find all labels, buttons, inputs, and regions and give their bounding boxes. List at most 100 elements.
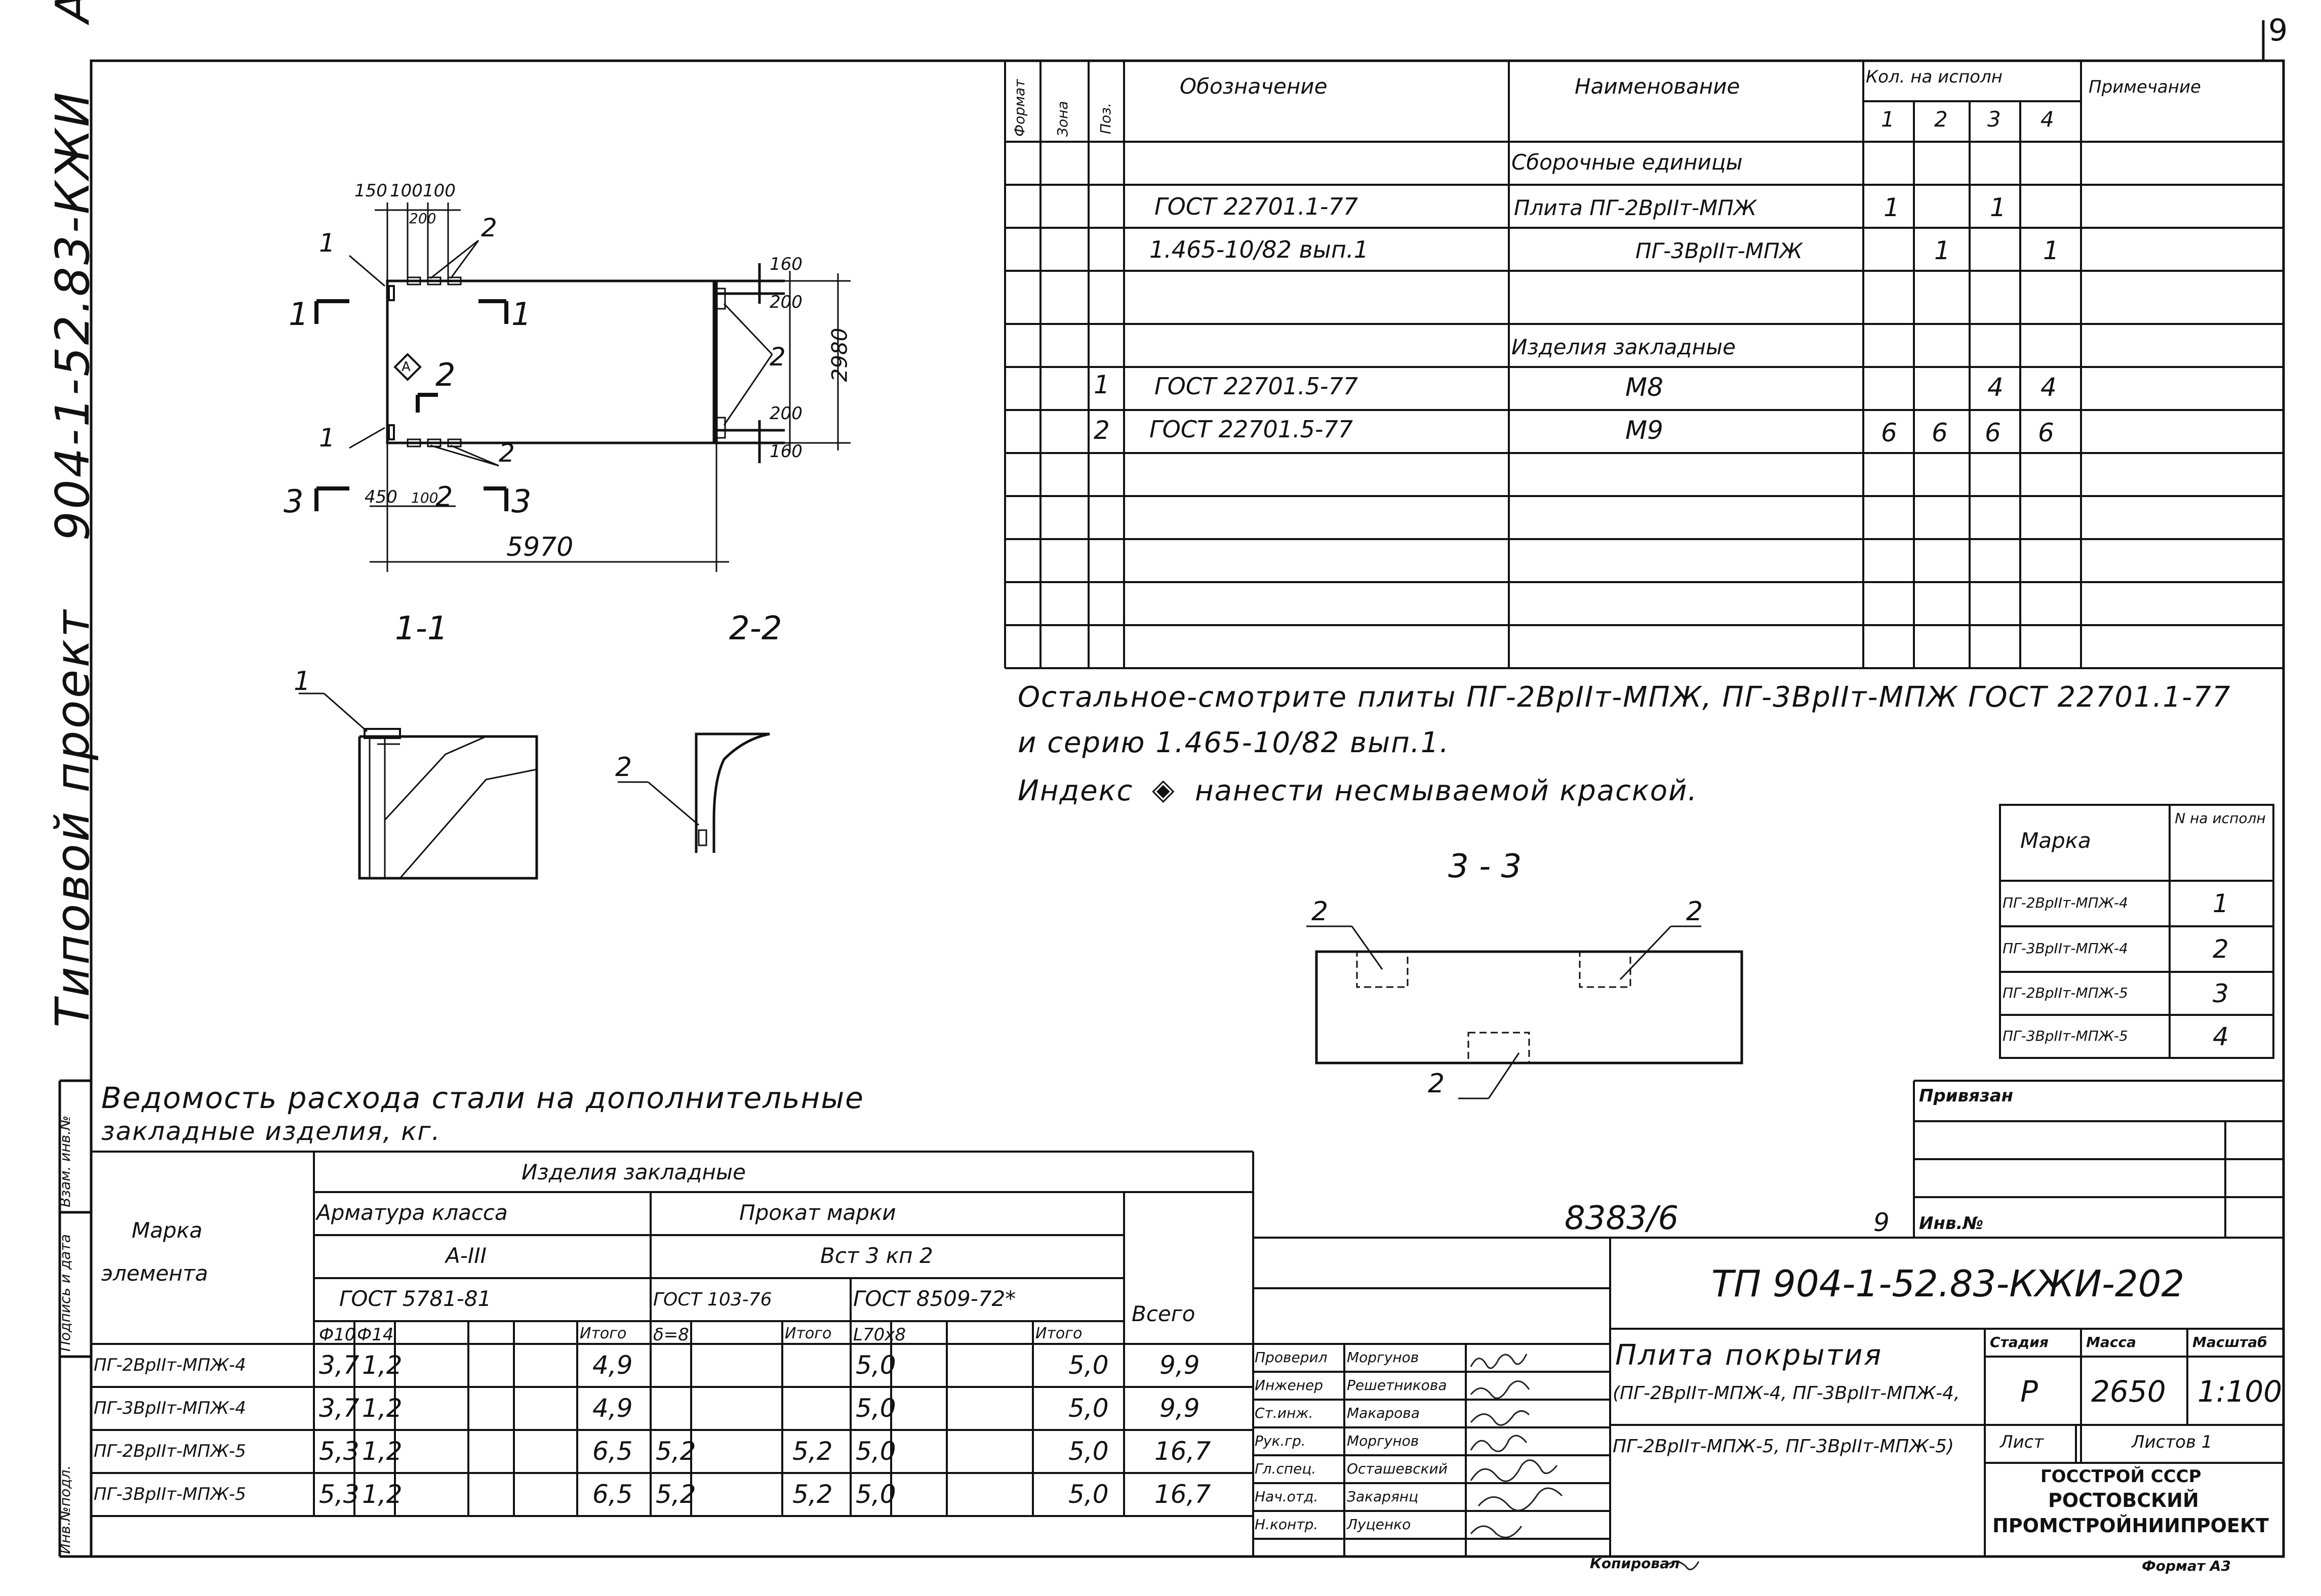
steel-row-4-total: 16,7 <box>1154 1480 1211 1509</box>
tb-org-3: ПРОМСТРОЙНИИПРОЕКТ <box>1992 1515 2269 1537</box>
spec-row-5-q4: 4 <box>2040 373 2057 402</box>
steel-row-1-f10: 3,7 <box>319 1351 359 1380</box>
steel-h-itogo-1: Итого <box>580 1325 627 1342</box>
steel-h-d8: δ=8 <box>653 1325 689 1345</box>
steel-row-3-it1: 6,5 <box>592 1437 633 1466</box>
tb-sheets-label: Листов 1 <box>2132 1432 2213 1452</box>
tb-privyazan: Привязан <box>1919 1086 2014 1106</box>
tb-person-1: Моргунов <box>1347 1349 1419 1366</box>
marks-row-1-n: 1 <box>2213 889 2229 918</box>
spec-row-6-designation: ГОСТ 22701.5-77 <box>1149 416 1353 443</box>
tb-person-4: Моргунов <box>1347 1433 1419 1449</box>
tb-doc-code: ТП 904-1-52.83-КЖИ-202 <box>1711 1262 2185 1305</box>
steel-h-element: элемента <box>101 1261 208 1286</box>
spec-header-pos: Поз. <box>1097 103 1114 134</box>
steel-row-3-mark: ПГ-2ВрIIт-МПЖ-5 <box>94 1441 246 1461</box>
side-title-code: 904-1-52.83-КЖИ <box>46 90 100 541</box>
steel-row-2-mark: ПГ-3ВрIIт-МПЖ-4 <box>94 1398 246 1418</box>
plan-callout-1-top: 1 <box>319 228 335 258</box>
tb-person-6: Закарянц <box>1347 1488 1419 1505</box>
dim-100c: 100 <box>411 489 438 506</box>
tb-role-6: Нач.отд. <box>1255 1488 1318 1505</box>
steel-row-4-it1: 6,5 <box>592 1480 633 1509</box>
dim-2980: 2980 <box>827 328 852 382</box>
steel-row-4-f14: 1,2 <box>362 1480 403 1509</box>
tb-page: 9 <box>1873 1208 1890 1237</box>
steel-h-gost1: ГОСТ 5781-81 <box>339 1286 492 1311</box>
steel-row-1-f14: 1,2 <box>362 1351 403 1380</box>
dim-200: 200 <box>409 210 436 227</box>
tb-role-5: Гл.спец. <box>1255 1460 1316 1477</box>
index-mark-plan: А <box>402 359 411 375</box>
steel-h-total: Всего <box>1132 1301 1195 1326</box>
tb-inv-label: Инв.№ <box>1919 1213 1984 1234</box>
spec-header-zone: Зона <box>1054 101 1071 137</box>
steel-row-2-total: 9,9 <box>1159 1394 1200 1423</box>
spec-row-1-q1: 1 <box>1884 193 1900 222</box>
dim-200-bottom: 200 <box>770 403 803 424</box>
tb-scale-label: Масштаб <box>2192 1334 2267 1351</box>
plan-callout-2-top: 2 <box>481 213 497 242</box>
steel-h-items: Изделия закладные <box>522 1160 746 1184</box>
spec-row-embedded: Изделия закладные <box>1511 335 1736 359</box>
plan-callout-1-bottom: 1 <box>319 423 335 453</box>
dim-150: 150 <box>354 181 387 201</box>
note-index-diamond: ◈ <box>1152 772 1175 806</box>
side-title: Типовой проект 904-1-52.83-КЖИ Альбом 6 <box>46 0 100 1028</box>
marks-header-mark: Марка <box>2020 828 2091 853</box>
spec-row-assemblies: Сборочные единицы <box>1511 150 1743 175</box>
tb-role-2: Инженер <box>1255 1377 1324 1394</box>
tb-name-2: (ПГ-2ВрIIт-МПЖ-4, ПГ-3ВрIIт-МПЖ-4, <box>1613 1383 1960 1404</box>
spec-row-5-name: М8 <box>1625 373 1663 402</box>
marks-row-1-mark: ПГ-2ВрIIт-МПЖ-4 <box>2003 894 2128 911</box>
section-3-3-callout-left: 2 <box>1311 896 1329 927</box>
steel-h-steel: Вст 3 кп 2 <box>820 1243 933 1268</box>
tb-scale: 1:100 <box>2197 1374 2283 1409</box>
section-title-3-3: 3 - 3 <box>1448 848 1522 885</box>
section-title-1-1: 1-1 <box>395 610 448 647</box>
tb-inv-no: 8383/6 <box>1565 1200 1679 1237</box>
marks-row-4-mark: ПГ-3ВрIIт-МПЖ-5 <box>2003 1028 2128 1044</box>
marks-header-n: N на исполн <box>2175 810 2266 827</box>
steel-row-2-f10: 3,7 <box>319 1394 359 1423</box>
spec-row-5-pos: 1 <box>1094 370 1110 399</box>
dim-450: 450 <box>365 487 397 507</box>
side-title-album: Альбом 6 <box>46 0 100 23</box>
tb-stage-label: Стадия <box>1990 1334 2049 1351</box>
side-stamp-3: Взам. инв.№ <box>57 1115 73 1207</box>
side-title-series: Типовой проект <box>46 608 100 1028</box>
sheet-number: 9 <box>2268 13 2288 48</box>
steel-h-gost2: ГОСТ 103-76 <box>653 1289 772 1310</box>
tb-person-5: Осташевский <box>1347 1460 1448 1477</box>
spec-qty-col-2: 2 <box>1934 107 1948 132</box>
tb-org-1: ГОССТРОЙ СССР <box>2040 1466 2202 1487</box>
tb-copied: Копировал <box>1590 1555 1680 1572</box>
spec-header-note: Примечание <box>2089 77 2201 97</box>
spec-row-2-q4: 1 <box>2043 236 2059 265</box>
section-mark-3-left: 3 <box>284 483 304 520</box>
side-stamp-2: Подпись и дата <box>57 1234 73 1352</box>
tb-role-1: Проверил <box>1255 1349 1328 1366</box>
steel-row-4-it2: 5,2 <box>792 1480 833 1509</box>
steel-row-3-it3: 5,0 <box>1068 1437 1109 1466</box>
steel-row-4-l70: 5,0 <box>856 1480 896 1509</box>
spec-header-qty: Кол. на исполн <box>1866 67 2003 87</box>
steel-row-3-f14: 1,2 <box>362 1437 403 1466</box>
dim-5970: 5970 <box>506 532 574 562</box>
spec-qty-col-4: 4 <box>2040 107 2054 132</box>
steel-row-3-it2: 5,2 <box>792 1437 833 1466</box>
section-2-2-callout: 2 <box>615 752 632 783</box>
marks-row-4-n: 4 <box>2213 1022 2229 1051</box>
steel-h-gost3: ГОСТ 8509-72* <box>853 1286 1016 1311</box>
dim-200-top: 200 <box>770 292 803 312</box>
spec-row-6-pos: 2 <box>1094 416 1110 445</box>
section-mark-3-right: 3 <box>511 483 532 520</box>
steel-title-1: Ведомость расхода стали на дополнительны… <box>101 1081 864 1115</box>
steel-h-l70: L70x8 <box>853 1325 906 1345</box>
dim-100b: 100 <box>423 181 456 201</box>
spec-header-name: Наименование <box>1575 74 1740 99</box>
steel-row-2-f14: 1,2 <box>362 1394 403 1423</box>
plan-callout-2-right: 2 <box>770 342 786 372</box>
dim-160-bottom: 160 <box>770 441 803 462</box>
